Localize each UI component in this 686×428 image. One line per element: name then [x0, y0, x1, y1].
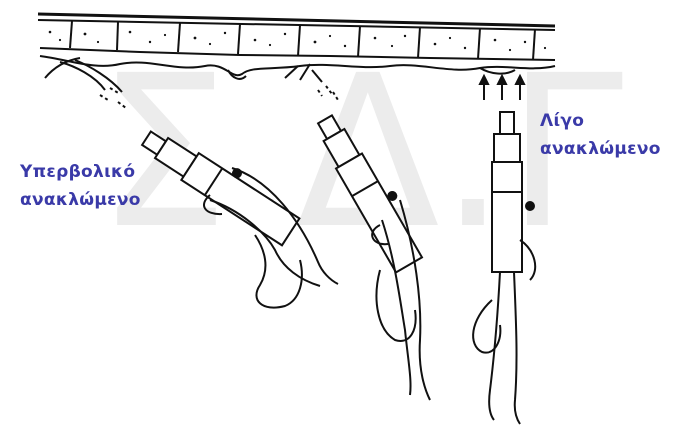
- label-excessive-rebound: Υπερβολικό ανακλώμενο: [20, 158, 141, 214]
- label-right-line2: ανακλώμενο: [540, 135, 661, 163]
- label-little-rebound: Λίγο ανακλώμενο: [540, 107, 661, 163]
- label-left-line2: ανακλώμενο: [20, 186, 141, 214]
- label-right-line1: Λίγο: [540, 107, 661, 135]
- label-left-line1: Υπερβολικό: [20, 158, 141, 186]
